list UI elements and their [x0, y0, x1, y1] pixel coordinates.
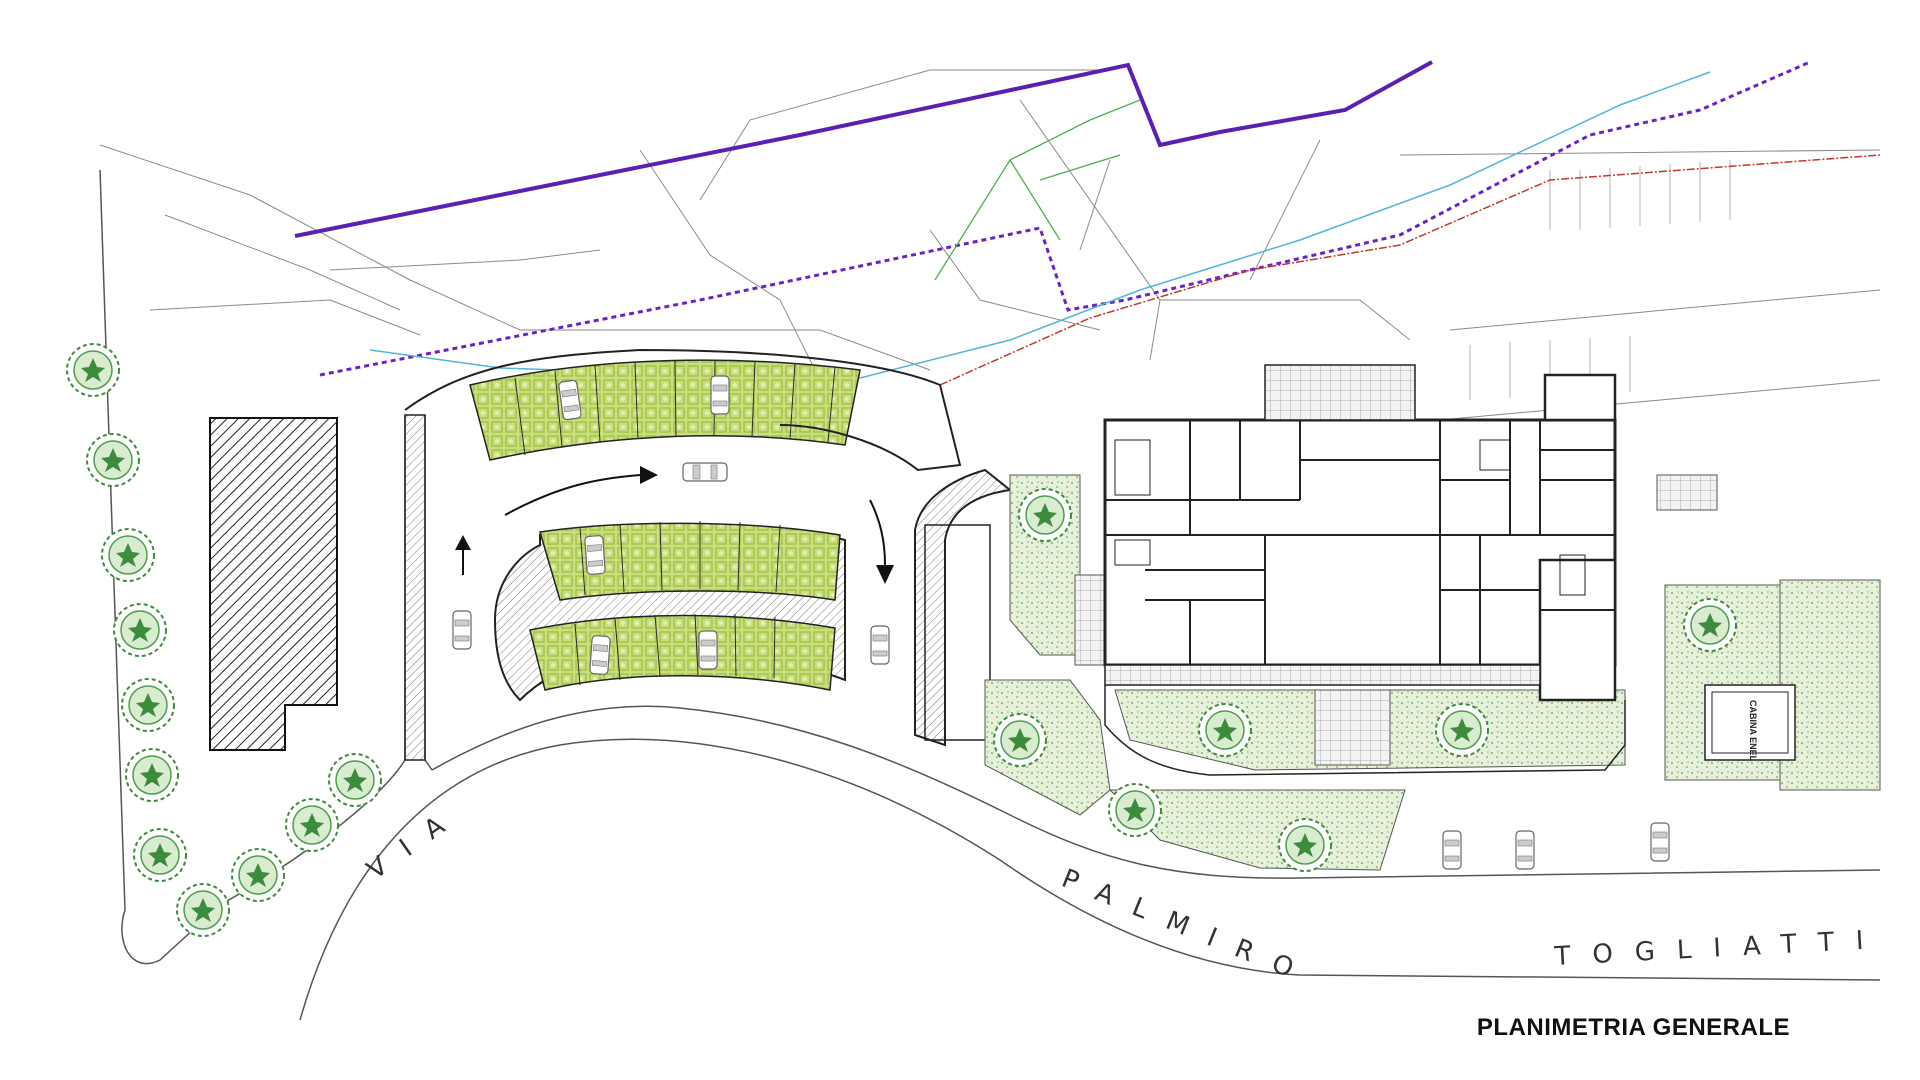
boundary-line-purple: [294, 60, 1433, 238]
utility-line-red: [939, 154, 1881, 386]
sidewalk-left: [404, 414, 426, 761]
traffic-arrows: [462, 474, 886, 575]
drawing-title: PLANIMETRIA GENERALE: [1476, 1014, 1790, 1041]
utility-line-cyan: [369, 71, 1711, 379]
street-label-via: VIA: [362, 798, 469, 885]
existing-building-hatched: [209, 417, 338, 751]
paver-strip: [1314, 689, 1391, 766]
main-building: [1103, 364, 1626, 776]
enel-cabin: [1704, 684, 1796, 761]
stair-block: [1656, 474, 1718, 511]
upper-parking-road: [404, 348, 962, 472]
street-label-togliatti: TOGLIATTI: [1553, 925, 1887, 972]
parking-lines-top-right: [1469, 160, 1731, 400]
central-stall-lines: [574, 521, 781, 686]
upper-parking-arc: [469, 359, 861, 461]
walkway-left: [1074, 574, 1106, 666]
boundary-line-dotted: [319, 60, 1811, 377]
central-parking-lower: [529, 614, 836, 691]
central-parking-upper: [539, 522, 841, 601]
enel-cabin-label: CABINA ENEL: [1748, 700, 1758, 762]
green-line: [934, 99, 1141, 281]
lawn-bottom: [1108, 789, 1406, 871]
arrow-heads: [455, 466, 894, 584]
terrain-lines: [99, 69, 1881, 421]
upper-parking-stall-lines: [514, 359, 836, 456]
street-label-palmiro: PALMIRO: [1057, 864, 1318, 993]
